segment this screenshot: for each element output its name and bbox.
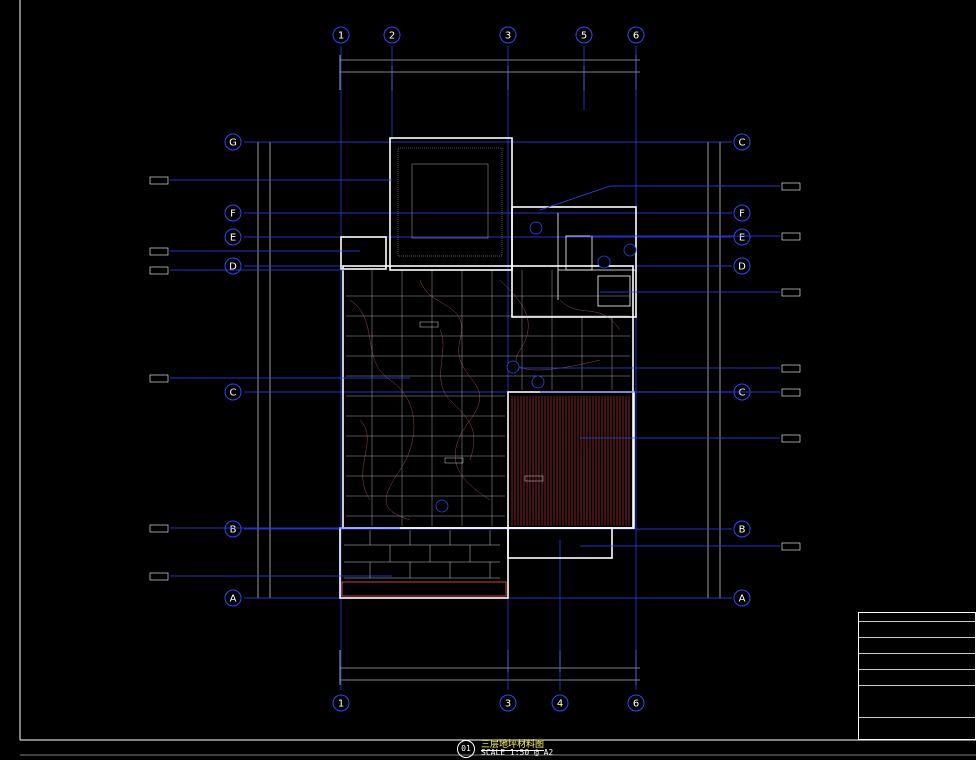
grid-bubble-bottom: 6: [627, 694, 645, 712]
grid-bubble-left: G: [224, 133, 242, 151]
legend-row: [859, 685, 975, 702]
dimension-left: [257, 142, 271, 598]
svg-text:G: G: [229, 138, 237, 149]
grid-bubble-right: F: [733, 204, 751, 222]
grid-bubble-left: B: [224, 520, 242, 538]
tile-grid: [346, 270, 630, 526]
grid-bubble-right: A: [733, 589, 751, 607]
svg-text:A: A: [739, 594, 746, 605]
service-rooms: [557, 213, 636, 307]
svg-text:E: E: [739, 233, 745, 244]
grid-bubble-right: E: [733, 228, 751, 246]
terrace-bricks: [344, 530, 500, 579]
svg-text:6: 6: [633, 31, 639, 42]
svg-text:A: A: [230, 594, 237, 605]
stair-room: [397, 147, 503, 257]
svg-text:D: D: [229, 262, 237, 273]
grid-bubble-bottom: 1: [332, 694, 350, 712]
material-legend: [858, 612, 976, 740]
svg-text:3: 3: [505, 31, 511, 42]
svg-text:2: 2: [389, 31, 395, 42]
grid-bubble-left: C: [224, 383, 242, 401]
legend-row: [859, 621, 975, 638]
svg-text:4: 4: [557, 699, 563, 710]
grid-bubble-left: A: [224, 589, 242, 607]
svg-text:D: D: [738, 262, 746, 273]
grid-bubble-right: D: [733, 257, 751, 275]
room-labels: [419, 321, 544, 482]
drawing-title: 三层地坪材料图: [481, 737, 545, 751]
grid-bubble-top: 6: [627, 26, 645, 44]
grid-bubble-top: 1: [332, 26, 350, 44]
grid-bubble-left: D: [224, 257, 242, 275]
terrace-edge: [341, 581, 507, 597]
svg-text:6: 6: [633, 699, 639, 710]
svg-text:1: 1: [338, 31, 344, 42]
svg-text:3: 3: [505, 699, 511, 710]
grid-bubble-left: E: [224, 228, 242, 246]
grid-bubble-bottom: 3: [499, 694, 517, 712]
legend-row: [859, 669, 975, 686]
svg-text:F: F: [739, 209, 745, 220]
legend-row: [859, 653, 975, 670]
marble-veins: [349, 279, 621, 521]
grid-bubble-top: 3: [499, 26, 517, 44]
grid-bubble-top: 2: [383, 26, 401, 44]
grid-bubble-top: 5: [575, 26, 593, 44]
grid-bubble-right: B: [733, 520, 751, 538]
svg-text:C: C: [230, 388, 237, 399]
drawing-title-block: 01 三层地坪材料图 SCALE 1:50 @ A2: [457, 737, 577, 759]
svg-text:1: 1: [338, 699, 344, 710]
dimension-bottom: [339, 650, 640, 685]
svg-text:C: C: [739, 138, 746, 149]
grid-bubble-right: C: [733, 133, 751, 151]
svg-text:5: 5: [581, 31, 587, 42]
balcony-decking: [511, 396, 630, 526]
dimension-right: [707, 142, 721, 598]
callout-symbols: [435, 221, 637, 513]
dimension-top: [339, 55, 640, 90]
legend-row: [859, 717, 975, 734]
svg-text:F: F: [230, 209, 236, 220]
leader-lines: [170, 179, 780, 577]
drawing-scale: SCALE 1:50 @ A2: [481, 748, 554, 757]
svg-text:B: B: [739, 525, 746, 536]
svg-text:B: B: [230, 525, 237, 536]
drawing-number: 01: [457, 740, 475, 758]
grid-bubble-left: F: [224, 204, 242, 222]
material-tags: [149, 176, 801, 581]
grid-bubble-bottom: 4: [551, 694, 569, 712]
svg-text:C: C: [739, 388, 746, 399]
walls: [339, 137, 637, 599]
legend-row: [859, 637, 975, 654]
svg-text:E: E: [230, 233, 236, 244]
